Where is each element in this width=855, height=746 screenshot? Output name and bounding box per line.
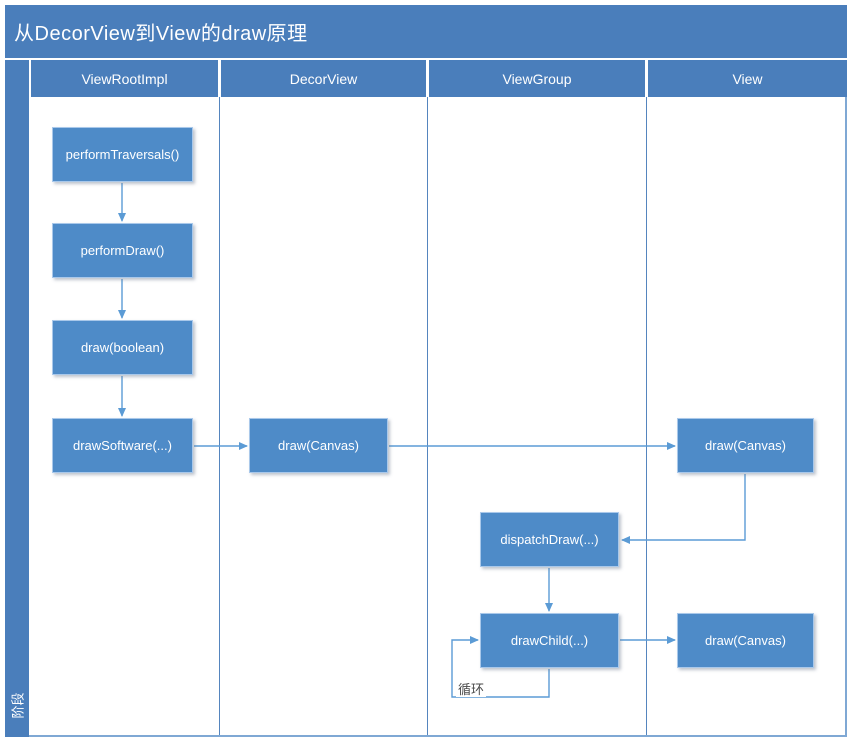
- lane-header-label: ViewGroup: [502, 70, 572, 87]
- lane-divider: [219, 97, 220, 735]
- node-label: draw(boolean): [80, 340, 165, 355]
- node-performtraversals: performTraversals(): [52, 127, 193, 182]
- node-drawchild: drawChild(...): [480, 613, 619, 668]
- lane-divider: [646, 97, 647, 735]
- node-label: drawSoftware(...): [73, 438, 172, 453]
- node-label: performTraversals(): [65, 147, 180, 162]
- node-draw-boolean: draw(boolean): [52, 320, 193, 375]
- diagram-title-bar: 从DecorView到View的draw原理: [5, 5, 847, 58]
- node-decorview-draw-canvas: draw(Canvas): [249, 418, 388, 473]
- node-label: draw(Canvas): [705, 438, 786, 453]
- lane-header-view: View: [648, 60, 847, 97]
- phase-strip: 阶段: [5, 60, 29, 737]
- phase-strip-label: 阶段: [10, 692, 26, 719]
- lane-divider: [427, 97, 428, 735]
- node-view-draw-canvas-top: draw(Canvas): [677, 418, 814, 473]
- loop-annotation: 循环: [456, 682, 487, 697]
- node-label: dispatchDraw(...): [500, 532, 599, 547]
- lane-header-label: View: [732, 70, 763, 87]
- node-dispatchdraw: dispatchDraw(...): [480, 512, 619, 567]
- lane-header-label: DecorView: [289, 70, 358, 87]
- lane-header-decorview: DecorView: [221, 60, 426, 97]
- node-drawsoftware: drawSoftware(...): [52, 418, 193, 473]
- lane-header-label: ViewRootImpl: [81, 70, 168, 87]
- node-label: performDraw(): [80, 243, 165, 258]
- node-label: draw(Canvas): [705, 633, 786, 648]
- node-performdraw: performDraw(): [52, 223, 193, 278]
- lane-header-viewrootimpl: ViewRootImpl: [31, 60, 218, 97]
- node-label: draw(Canvas): [278, 438, 359, 453]
- node-label: drawChild(...): [510, 633, 589, 648]
- diagram-title: 从DecorView到View的draw原理: [14, 23, 308, 45]
- node-view-draw-canvas-bottom: draw(Canvas): [677, 613, 814, 668]
- lane-header-viewgroup: ViewGroup: [429, 60, 645, 97]
